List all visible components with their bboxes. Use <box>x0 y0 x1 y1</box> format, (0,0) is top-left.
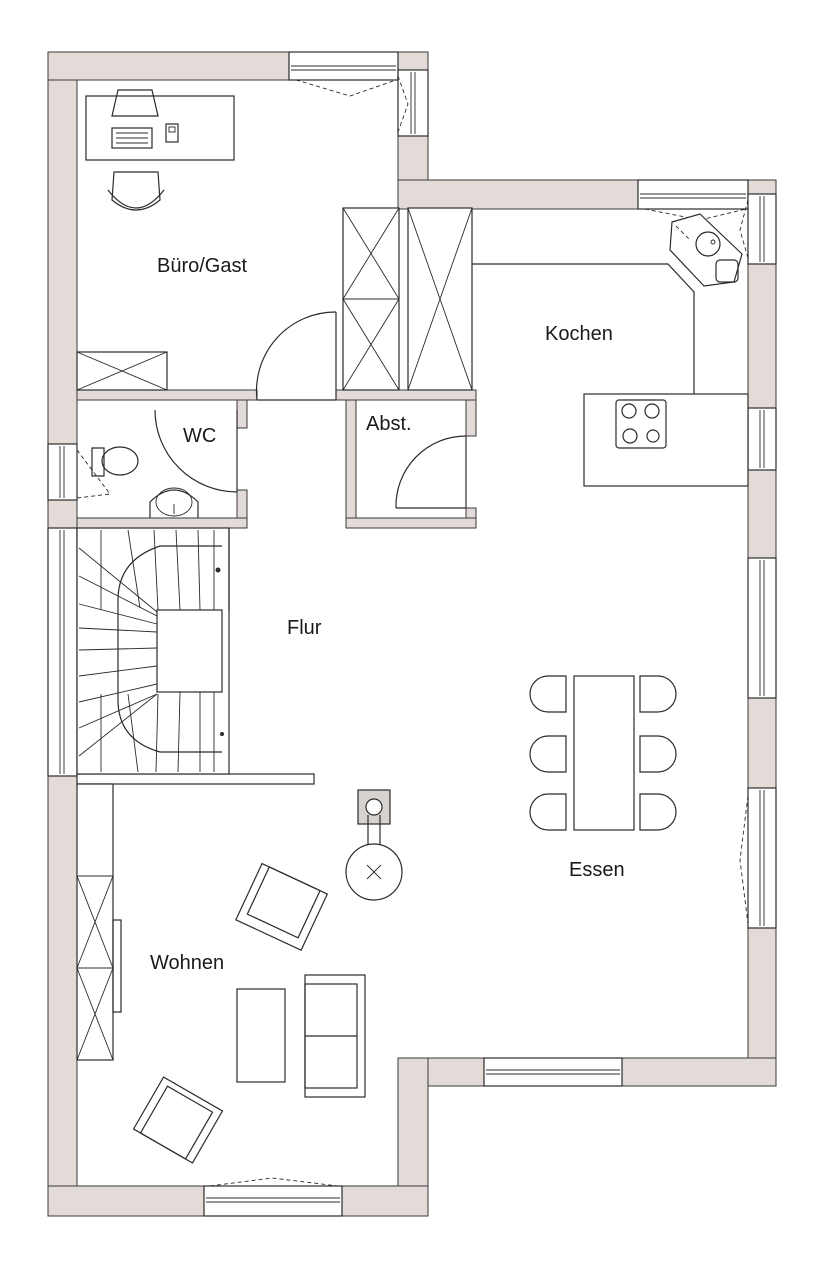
room-label-wohnen: Wohnen <box>150 952 224 974</box>
kitchen-furniture <box>472 213 749 487</box>
staircase <box>76 527 230 775</box>
windows <box>47 51 777 1217</box>
stove <box>345 789 403 901</box>
room-label-buero: Büro/Gast <box>157 255 247 277</box>
interior-walls <box>76 389 477 785</box>
office-furniture <box>76 89 235 391</box>
room-label-abst: Abst. <box>366 413 412 435</box>
wardrobes <box>342 207 473 391</box>
room-label-flur: Flur <box>287 617 322 639</box>
room-label-wc: WC <box>183 425 216 447</box>
room-label-essen: Essen <box>569 859 625 881</box>
living-furniture <box>76 783 366 1164</box>
room-label-kochen: Kochen <box>545 323 613 345</box>
dining-set <box>529 675 677 831</box>
room-labels: Büro/Gast Kochen WC Abst. Flur Essen Woh… <box>150 255 625 974</box>
wc-fixtures <box>91 446 199 518</box>
doors <box>154 311 467 509</box>
